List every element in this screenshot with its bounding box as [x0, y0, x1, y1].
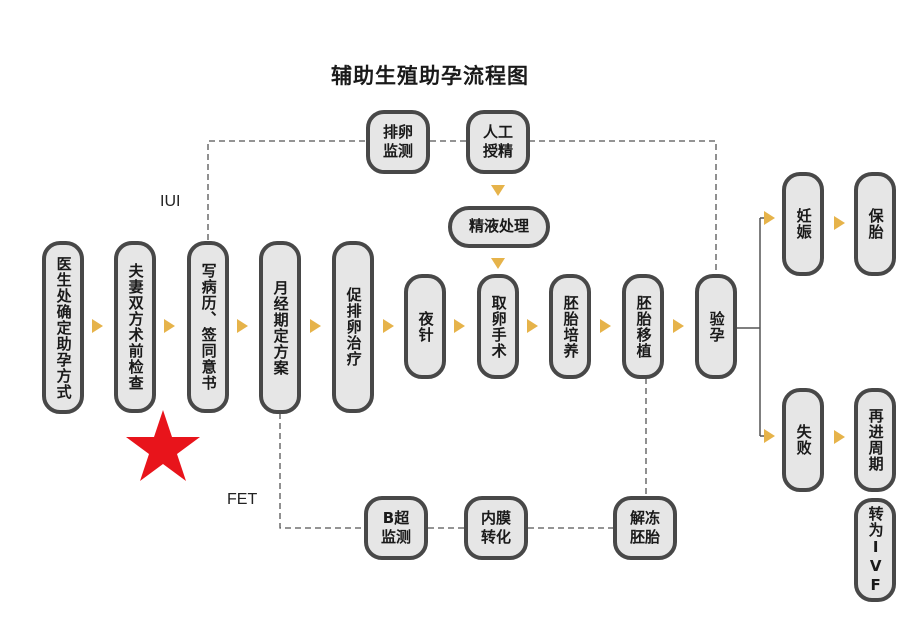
step-sperm-processing: 精液处理: [448, 206, 550, 248]
arrow-right-icon: [527, 319, 538, 333]
diagram-title: 辅助生殖助孕流程图: [331, 64, 529, 88]
outcome-switch-ivf: 转为IVF: [854, 498, 896, 602]
arrow-right-icon: [164, 319, 175, 333]
iui-path-left: [207, 140, 367, 240]
arrow-right-icon: [310, 319, 321, 333]
step-pregnancy-test: 验孕: [695, 274, 737, 379]
step-ultrasound-monitor: B超 监测: [364, 496, 428, 560]
step-record-consent: 写病历、签同意书: [187, 241, 229, 413]
step-ovulation-monitor: 排卵 监测: [366, 110, 430, 174]
iui-label: IUI: [160, 193, 181, 210]
arrow-right-icon: [383, 319, 394, 333]
step-preop-checkup: 夫妻双方术前检查: [114, 241, 156, 413]
iui-path-right: [529, 140, 717, 278]
flow-arrows: [92, 185, 845, 444]
arrow-right-icon: [92, 319, 103, 333]
step-period-plan: 月经期定方案: [259, 241, 301, 414]
arrow-right-icon: [454, 319, 465, 333]
outcome-protect: 保胎: [854, 172, 896, 276]
arrow-down-icon: [491, 258, 505, 269]
step-egg-retrieval: 取卵手术: [477, 274, 519, 379]
step-confirm-method: 医生处确定助孕方式: [42, 241, 84, 414]
step-embryo-transfer: 胚胎移植: [622, 274, 664, 379]
star-icon: [126, 410, 200, 481]
step-embryo-culture: 胚胎培养: [549, 274, 591, 379]
step-trigger-shot: 夜针: [404, 274, 446, 379]
arrow-right-icon: [600, 319, 611, 333]
arrow-right-icon: [834, 216, 845, 230]
step-artificial-insemination: 人工 授精: [466, 110, 530, 174]
outcome-fail: 失败: [782, 388, 824, 492]
arrow-right-icon: [764, 211, 775, 225]
arrow-down-icon: [491, 185, 505, 196]
arrow-right-icon: [764, 429, 775, 443]
fet-label: FET: [227, 491, 258, 508]
arrow-right-icon: [237, 319, 248, 333]
arrow-right-icon: [673, 319, 684, 333]
fet-path-left: [279, 413, 365, 529]
step-thaw-embryo: 解冻 胚胎: [613, 496, 677, 560]
outcome-pregnant: 妊娠: [782, 172, 824, 276]
step-endometrium-transform: 内膜 转化: [464, 496, 528, 560]
step-ovulation-stim: 促排卵治疗: [332, 241, 374, 413]
outcome-retry-cycle: 再进周期: [854, 388, 896, 492]
arrow-right-icon: [834, 430, 845, 444]
